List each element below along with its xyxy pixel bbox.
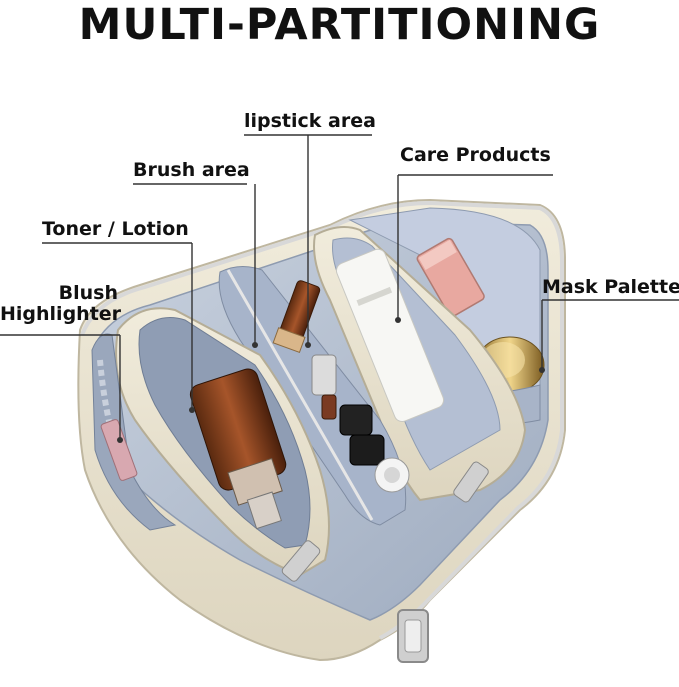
lipstick-compartment [218,266,410,526]
label-care-products: Care Products [400,144,551,166]
annotation-dots [117,317,545,443]
bag-zipper [80,200,564,640]
annotation-lines [0,134,679,440]
care-products-pouch [313,225,527,503]
zipper-pull-bottom [397,609,429,663]
label-blush: Blush [58,282,118,304]
label-blush-highlighter: Blush Highlighter [0,282,122,325]
label-lipstick-area: lipstick area [244,110,376,132]
label-brush-area: Brush area [133,159,250,181]
label-toner-lotion: Toner / Lotion [42,218,189,240]
label-mask-palette: Mask Palette [542,276,679,298]
toner-pouch [115,307,330,582]
label-highlighter: Highlighter [0,303,122,325]
page-title: MULTI-PARTITIONING [78,0,601,50]
